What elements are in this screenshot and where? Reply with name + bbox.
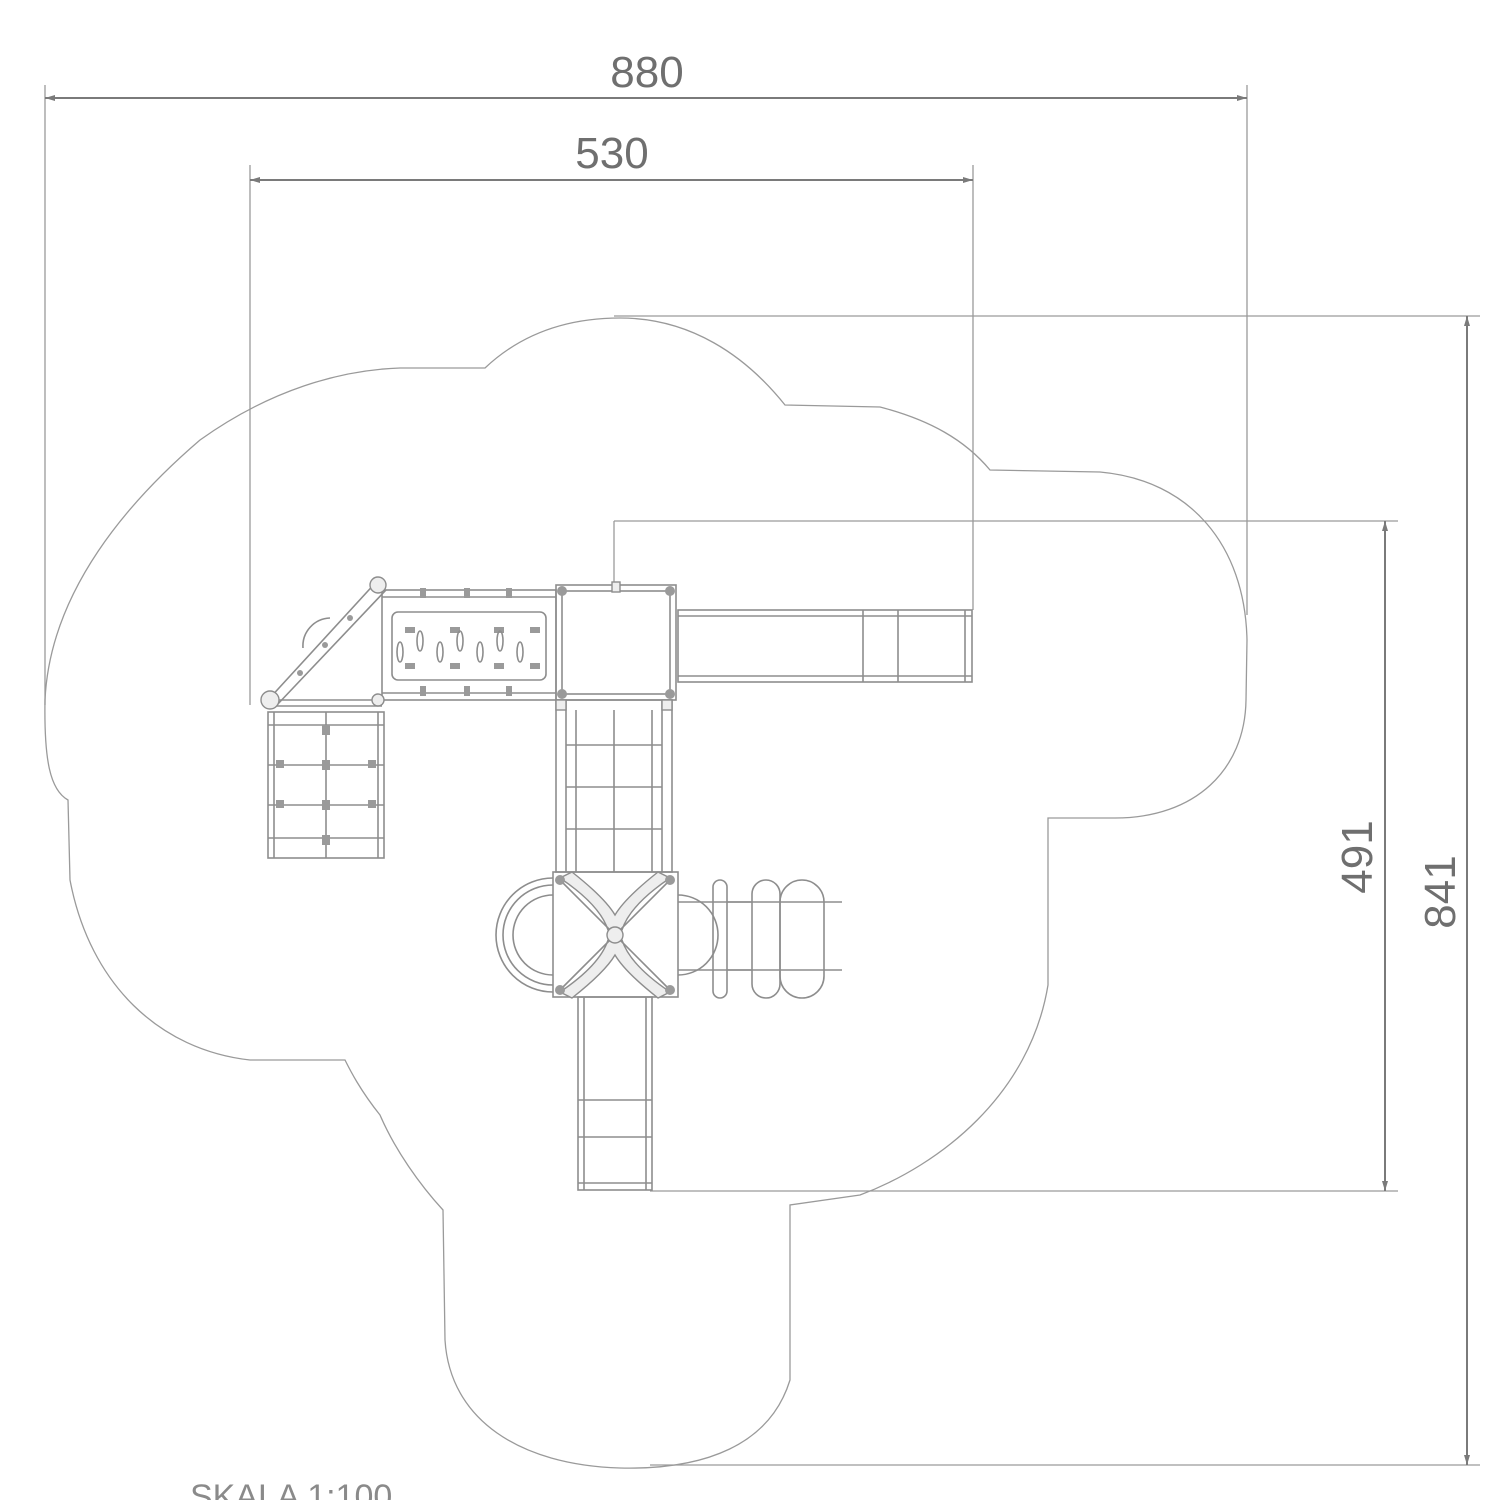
safety-zone-outline (44, 317, 1248, 1469)
footer-note: SKALA 1:100 (190, 1478, 392, 1500)
play-structure (260, 576, 973, 1191)
left-net (267, 711, 385, 859)
right-slide (677, 609, 973, 683)
lower-slide (577, 996, 653, 1191)
dim-530-label: 530 (575, 129, 648, 178)
diagonal-climber (260, 576, 387, 710)
loop-ladder (678, 879, 842, 999)
center-platform (555, 581, 677, 701)
panel-bridge (381, 588, 557, 701)
dim-841-label: 841 (1416, 855, 1465, 928)
dim-491-label: 491 (1333, 820, 1382, 893)
dim-880-label: 880 (610, 48, 683, 97)
vertical-grid-climber (555, 699, 673, 873)
lower-tower (495, 871, 719, 999)
